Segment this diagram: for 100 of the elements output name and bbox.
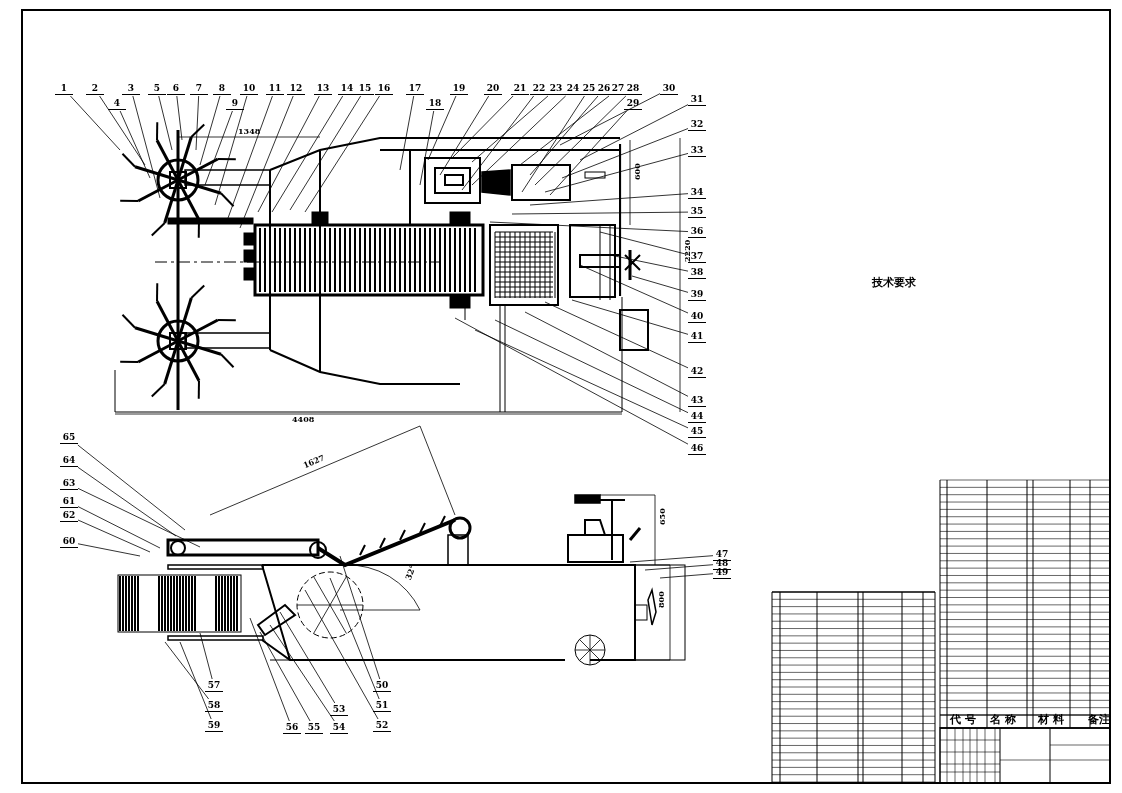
leader-line [227,95,273,219]
dimension-label: 600 [633,163,642,180]
leader-line [77,543,141,557]
leader-line [77,519,151,553]
callout-number: 2 [86,83,104,95]
leader-line [132,95,161,199]
leader-line [269,624,335,722]
leader-line [659,573,714,579]
callout-number: 8 [213,83,231,95]
callout-number: 5 [148,83,166,95]
leader-line [561,128,689,179]
callout-number: 50 [373,680,391,692]
callout-number: 27 [609,83,627,95]
callout-number: 18 [426,98,444,110]
leader-line [239,95,294,229]
leader-line [544,153,689,193]
callout-number: 33 [688,145,706,157]
leader-line [629,555,714,563]
callout-number: 35 [688,206,706,218]
leader-line [529,95,599,176]
leader-line [534,95,627,186]
leader-line [571,299,689,335]
leader-line [77,444,186,531]
callout-number: 14 [338,83,356,95]
callout-number: 47 [713,549,731,561]
callout-number: 31 [688,94,706,106]
callout-number: 22 [530,83,548,95]
callout-number: 61 [60,496,78,508]
dimension-label: 800 [657,591,666,608]
callout-number: 36 [688,226,706,238]
leader-line [461,95,535,191]
callout-number: 54 [330,722,348,734]
leader-line [257,95,320,213]
dimension-label: 1627 [302,453,326,471]
callout-number: 34 [688,187,706,199]
callout-number: 62 [60,510,78,522]
callout-number: 10 [240,83,258,95]
leader-line [471,95,549,163]
header-text: 名 称 [990,715,1016,724]
callout-number: 32 [688,119,706,131]
leader-line [451,95,514,159]
leader-line [529,193,689,206]
leader-line [579,104,689,161]
callout-number: 9 [226,98,244,110]
dimension-label: 4408 [292,415,315,424]
leader-line [494,319,689,414]
header-text: 材 料 [1038,715,1064,724]
callout-number: 15 [356,83,374,95]
leader-line [454,317,689,445]
callout-number: 1 [55,83,73,95]
callout-number: 4 [108,98,126,110]
callout-number: 19 [450,83,468,95]
leader-line [544,301,689,369]
callout-number: 57 [205,680,223,692]
callout-number: 17 [406,83,424,95]
callout-number: 21 [511,83,529,95]
callout-number: 40 [688,311,706,323]
callout-number: 16 [375,83,393,95]
callout-number: 23 [547,83,565,95]
leader-line [521,95,585,193]
leader-line [214,95,248,206]
dimension-label: 1348 [238,127,261,136]
leader-line [195,95,200,151]
callout-number: 26 [595,83,613,95]
leader-line [199,632,213,680]
leader-line [70,95,121,151]
callout-number: 63 [60,478,78,490]
leader-line [524,311,689,397]
callout-number: 11 [266,83,284,95]
leader-line [77,487,201,548]
leader-line [271,95,344,213]
dimension-label: 650 [658,508,667,525]
callout-number: 52 [373,720,391,732]
callout-number: 64 [60,455,78,467]
callout-number: 60 [60,536,78,548]
leader-line [304,95,380,213]
callout-number: 59 [205,720,223,732]
leader-line [179,641,212,720]
leader-line [399,95,415,171]
callout-number: 24 [564,83,582,95]
header-text: 代 号 [950,715,976,724]
heading: 技术要求 [872,278,916,287]
leader-line [631,275,689,293]
callout-number: 55 [305,722,323,734]
leader-line [419,110,435,186]
leader-line [199,95,221,166]
callout-number: 43 [688,395,706,407]
callout-number: 20 [484,83,502,95]
callout-number: 42 [688,366,706,378]
callout-number: 65 [60,432,78,444]
callout-number: 46 [688,443,706,455]
leader-line [511,211,689,215]
leader-line [119,110,151,179]
leader-line [204,110,233,186]
callout-number: 25 [580,83,598,95]
leader-line [339,555,381,680]
leader-line [77,466,177,537]
leader-line [427,95,457,161]
leader-line [77,506,161,549]
callout-number: 51 [373,700,391,712]
